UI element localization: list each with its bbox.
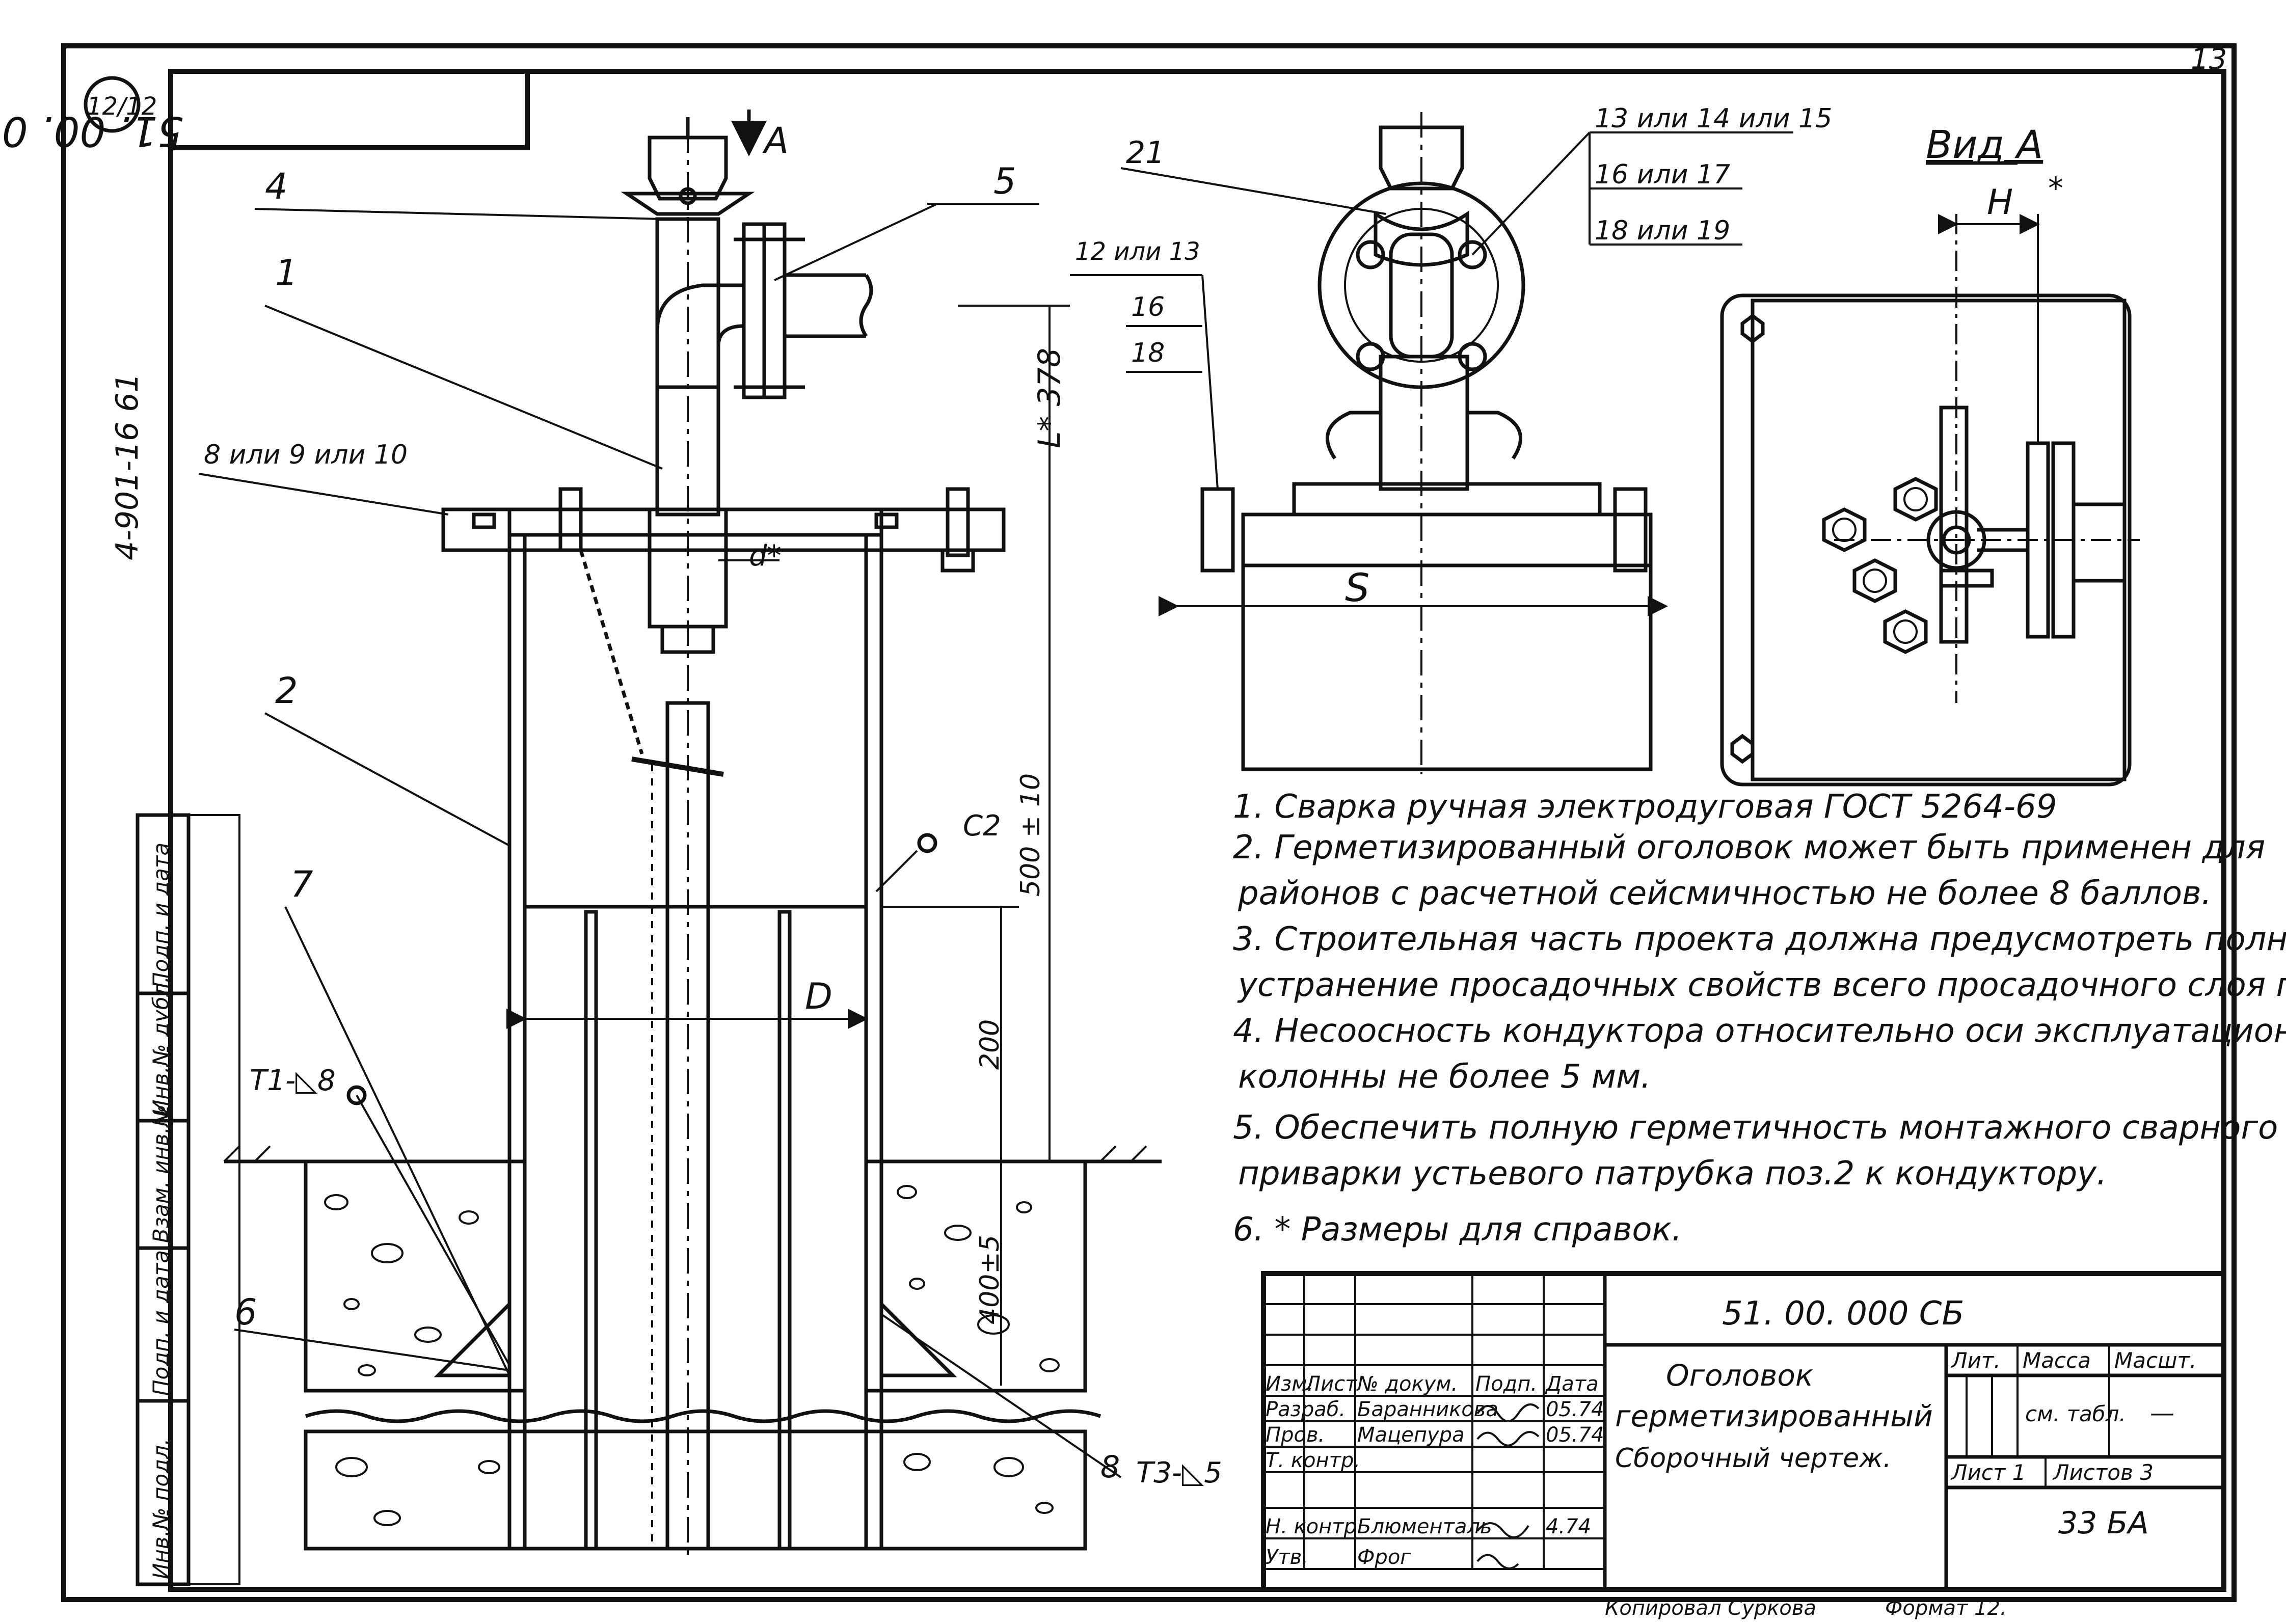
- label-4: 4: [265, 166, 288, 207]
- side-view: S 21 13 или 14 или 15 16 или 17 18 или 1…: [1070, 103, 1832, 774]
- side-code: 4-901-16 61: [110, 373, 145, 560]
- left-binding-strip: Инв.№ подл. Подп. и дата Взам. инв.№ Инв…: [136, 813, 240, 1586]
- tb-designation: 51. 00. 000 СБ: [1722, 1295, 1964, 1333]
- tb-role-1: Разраб.: [1266, 1398, 1346, 1421]
- strip-inv-dubl: Инв.№ дубл.: [148, 976, 173, 1116]
- tb-name-line1: Оголовок: [1666, 1358, 1813, 1393]
- tb-role-3: Т. контр.: [1266, 1449, 1360, 1472]
- label-18-19: 18 или 19: [1595, 215, 1730, 246]
- strip-podp-data-2: Подп. и дата: [148, 843, 173, 988]
- note-3b: устранение просадочных свойств всего про…: [1237, 966, 2286, 1004]
- note-4b: колонны не более 5 мм.: [1238, 1058, 1651, 1096]
- tb-dokum: № докум.: [1356, 1372, 1458, 1396]
- label-6: 6: [234, 1291, 257, 1333]
- tb-izm: Изм.: [1266, 1372, 1313, 1396]
- label-1: 1: [275, 252, 298, 294]
- tb-role-4: Н. контр.: [1266, 1515, 1363, 1538]
- tb-scale: Масшт.: [2114, 1348, 2196, 1373]
- tb-role-5: Утв.: [1266, 1546, 1308, 1569]
- tb-org: 33 БА: [2058, 1505, 2149, 1541]
- view-a: Вид А Н *: [1720, 122, 2140, 787]
- svg-text:12/12: 12/12: [87, 92, 157, 121]
- sheet-corner-mark: 12/12: [84, 76, 157, 133]
- tb-podp: Подп.: [1475, 1372, 1537, 1396]
- tb-mass-value: см. табл.: [2025, 1401, 2126, 1426]
- main-section-view: А D 500 ± 10 200 400±5 L* 378 d* 4: [198, 110, 1222, 1559]
- label-16-17: 16 или 17: [1595, 159, 1730, 190]
- view-a-title: Вид А: [1926, 122, 2043, 167]
- outer-frame: [61, 43, 2237, 1602]
- tb-name-5: Фрог: [1357, 1546, 1411, 1569]
- note-3a: 3. Строительная часть проекта должна пре…: [1233, 921, 2286, 958]
- note-4a: 4. Несоосность кондуктора относительно о…: [1233, 1012, 2286, 1050]
- dim-l: L* 378: [1032, 348, 1067, 448]
- tb-date-1: 05.74: [1546, 1398, 1604, 1421]
- tb-format: Формат 12.: [1885, 1596, 2007, 1620]
- label-7: 7: [290, 863, 313, 905]
- inner-frame: [168, 69, 2226, 1592]
- note-5b: приварки устьевого патрубка поз.2 к конд…: [1238, 1155, 2107, 1193]
- title-block: Изм. Лист № докум. Подп. Дата Разраб. Ба…: [1261, 1271, 2226, 1620]
- dim-d-upper: D: [805, 976, 832, 1017]
- tb-date-2: 05.74: [1546, 1423, 1604, 1447]
- svg-text:51. 00. 000 СБ: 51. 00. 000 СБ: [0, 107, 183, 155]
- strip-inv-podl: Инв.№ подл.: [148, 1439, 173, 1579]
- tb-data: Дата: [1545, 1372, 1599, 1396]
- label-13-14-15: 13 или 14 или 15: [1595, 103, 1832, 134]
- dim-500: 500 ± 10: [1015, 773, 1046, 897]
- label-21: 21: [1126, 135, 1165, 171]
- label-5: 5: [993, 160, 1016, 202]
- label-8: 8: [1100, 1449, 1120, 1485]
- tb-copied: Копировал Суркова: [1605, 1596, 1816, 1620]
- label-2: 2: [275, 670, 298, 712]
- tb-name-line3: Сборочный чертеж.: [1615, 1443, 1892, 1474]
- tb-name-1: Баранникова: [1357, 1398, 1498, 1421]
- tb-mass: Масса: [2023, 1348, 2091, 1373]
- view-a-marker: А: [762, 120, 789, 161]
- dim-200: 200: [975, 1019, 1005, 1070]
- tb-name-4: Блюменталь: [1357, 1515, 1492, 1538]
- strip-vzam-inv: Взам. инв.№: [148, 1104, 173, 1243]
- note-2a: 2. Герметизированный оголовок может быть…: [1233, 829, 2265, 867]
- label-12-13: 12 или 13: [1075, 237, 1200, 266]
- tb-date-4: 4.74: [1546, 1515, 1591, 1538]
- tb-name-line2: герметизированный: [1615, 1399, 1933, 1433]
- note-1: 1. Сварка ручная электродуговая ГОСТ 526…: [1233, 788, 2057, 826]
- label-16-left: 16: [1131, 292, 1165, 322]
- page-number: 13: [2191, 43, 2227, 76]
- weld-c2: С2: [963, 809, 1001, 843]
- weld-t1: Т1-◺8: [250, 1064, 336, 1097]
- label-8-9-10: 8 или 9 или 10: [204, 440, 408, 470]
- strip-podp-data-1: Подп. и дата: [148, 1250, 173, 1396]
- technical-notes: 1. Сварка ручная электродуговая ГОСТ 526…: [1233, 788, 2286, 1249]
- dim-h-star: *: [2048, 171, 2063, 206]
- note-2b: районов с расчетной сейсмичностью не бол…: [1238, 875, 2212, 912]
- tb-role-2: Пров.: [1266, 1423, 1325, 1447]
- note-5a: 5. Обеспечить полную герметичность монта…: [1233, 1109, 2286, 1147]
- dim-400: 400±5: [975, 1235, 1005, 1324]
- tb-list: Лист: [1304, 1372, 1358, 1396]
- stamp-box: 51. 00. 000 СБ: [0, 69, 530, 155]
- note-6: 6. * Размеры для справок.: [1233, 1211, 1682, 1249]
- tb-lit: Лит.: [1950, 1348, 2001, 1373]
- tb-sheets: Листов 3: [2052, 1460, 2154, 1485]
- dim-s: S: [1345, 565, 1369, 610]
- tb-name-2: Мацепура: [1357, 1423, 1465, 1447]
- label-18-left: 18: [1131, 338, 1165, 368]
- dim-h: Н: [1987, 182, 2013, 223]
- dim-small-d: d*: [749, 539, 782, 573]
- tb-sheet: Лист 1: [1950, 1460, 2026, 1485]
- tb-scale-value: —: [2150, 1399, 2174, 1427]
- weld-t3: Т3-◺5: [1136, 1456, 1222, 1490]
